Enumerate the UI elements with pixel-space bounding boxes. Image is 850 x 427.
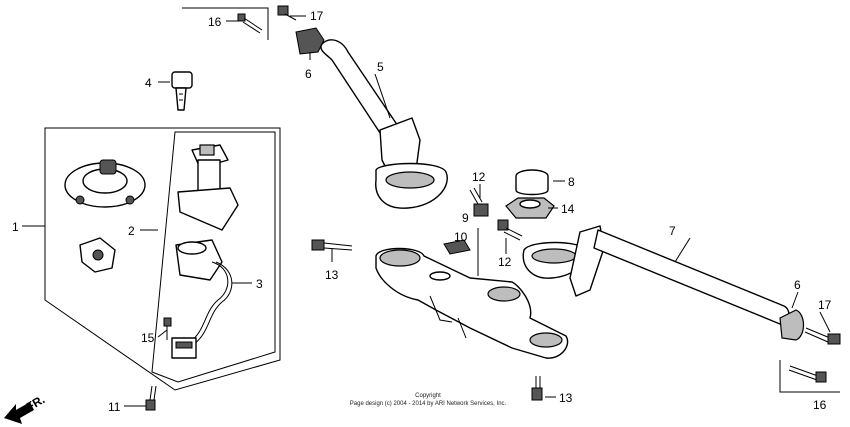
callout-16-top: 16 xyxy=(208,15,222,29)
callout-5: 5 xyxy=(377,60,384,74)
assembly-group-outline-1 xyxy=(44,127,281,391)
cap-part-8 xyxy=(515,169,549,196)
callout-6-top: 6 xyxy=(305,67,312,81)
bolt-part-12-lower xyxy=(497,219,523,241)
callout-8: 8 xyxy=(568,175,575,189)
callout-9: 9 xyxy=(462,211,469,225)
callout-14: 14 xyxy=(561,202,575,216)
handlebar-left-part-5 xyxy=(320,39,448,209)
ignition-cylinder-part-3 xyxy=(171,239,233,359)
bracket-16-bottom xyxy=(779,360,840,393)
bolt-part-12-upper xyxy=(469,187,489,217)
key-part-4 xyxy=(171,71,193,111)
leader-lines xyxy=(22,15,831,407)
bolt-part-17-right xyxy=(804,327,841,345)
callout-1: 1 xyxy=(12,220,19,234)
screw-part-16-bottom xyxy=(788,365,827,383)
ignition-switch-part-2 xyxy=(177,144,239,231)
callout-13-bottom: 13 xyxy=(559,391,573,405)
callout-10: 10 xyxy=(454,230,468,244)
bar-end-weight-part-6-right xyxy=(779,309,805,341)
callout-17-top: 17 xyxy=(310,9,324,23)
bolt-part-13-bottom xyxy=(531,376,543,401)
callout-17-right: 17 xyxy=(818,298,832,312)
bolt-part-13-left xyxy=(311,239,353,251)
callout-13-left: 13 xyxy=(325,268,339,282)
callout-7: 7 xyxy=(669,224,676,238)
seat-lock-part xyxy=(79,237,116,273)
fuel-cap-lock-part xyxy=(64,159,146,208)
top-triple-clamp-part-9 xyxy=(375,247,569,359)
callout-2: 2 xyxy=(128,224,135,238)
front-direction-arrow xyxy=(4,402,34,424)
callout-11: 11 xyxy=(108,400,121,414)
callout-12-lower: 12 xyxy=(498,255,512,269)
bracket-16-top xyxy=(182,7,269,40)
callout-15: 15 xyxy=(141,331,155,345)
bar-end-weight-part-6-top xyxy=(295,27,325,55)
washer-part-10 xyxy=(443,239,471,255)
steering-stem-nut-part-14 xyxy=(505,197,555,219)
copyright-line-1: Copyright xyxy=(415,393,441,399)
callout-4: 4 xyxy=(145,76,152,90)
screw-part-16-top xyxy=(237,13,263,34)
callout-3: 3 xyxy=(256,277,263,291)
callout-12-upper: 12 xyxy=(472,170,486,184)
assembly-group-outline-2 xyxy=(151,131,276,383)
bolt-part-11 xyxy=(145,385,157,411)
copyright-line-2: Page design (c) 2004 - 2014 by ARI Netwo… xyxy=(350,401,507,407)
screw-part-15 xyxy=(163,317,172,340)
callout-6-right: 6 xyxy=(794,278,801,292)
handlebar-right-part-7 xyxy=(522,225,790,325)
callout-16-bottom: 16 xyxy=(813,398,827,412)
bolt-part-17-top xyxy=(277,5,297,21)
